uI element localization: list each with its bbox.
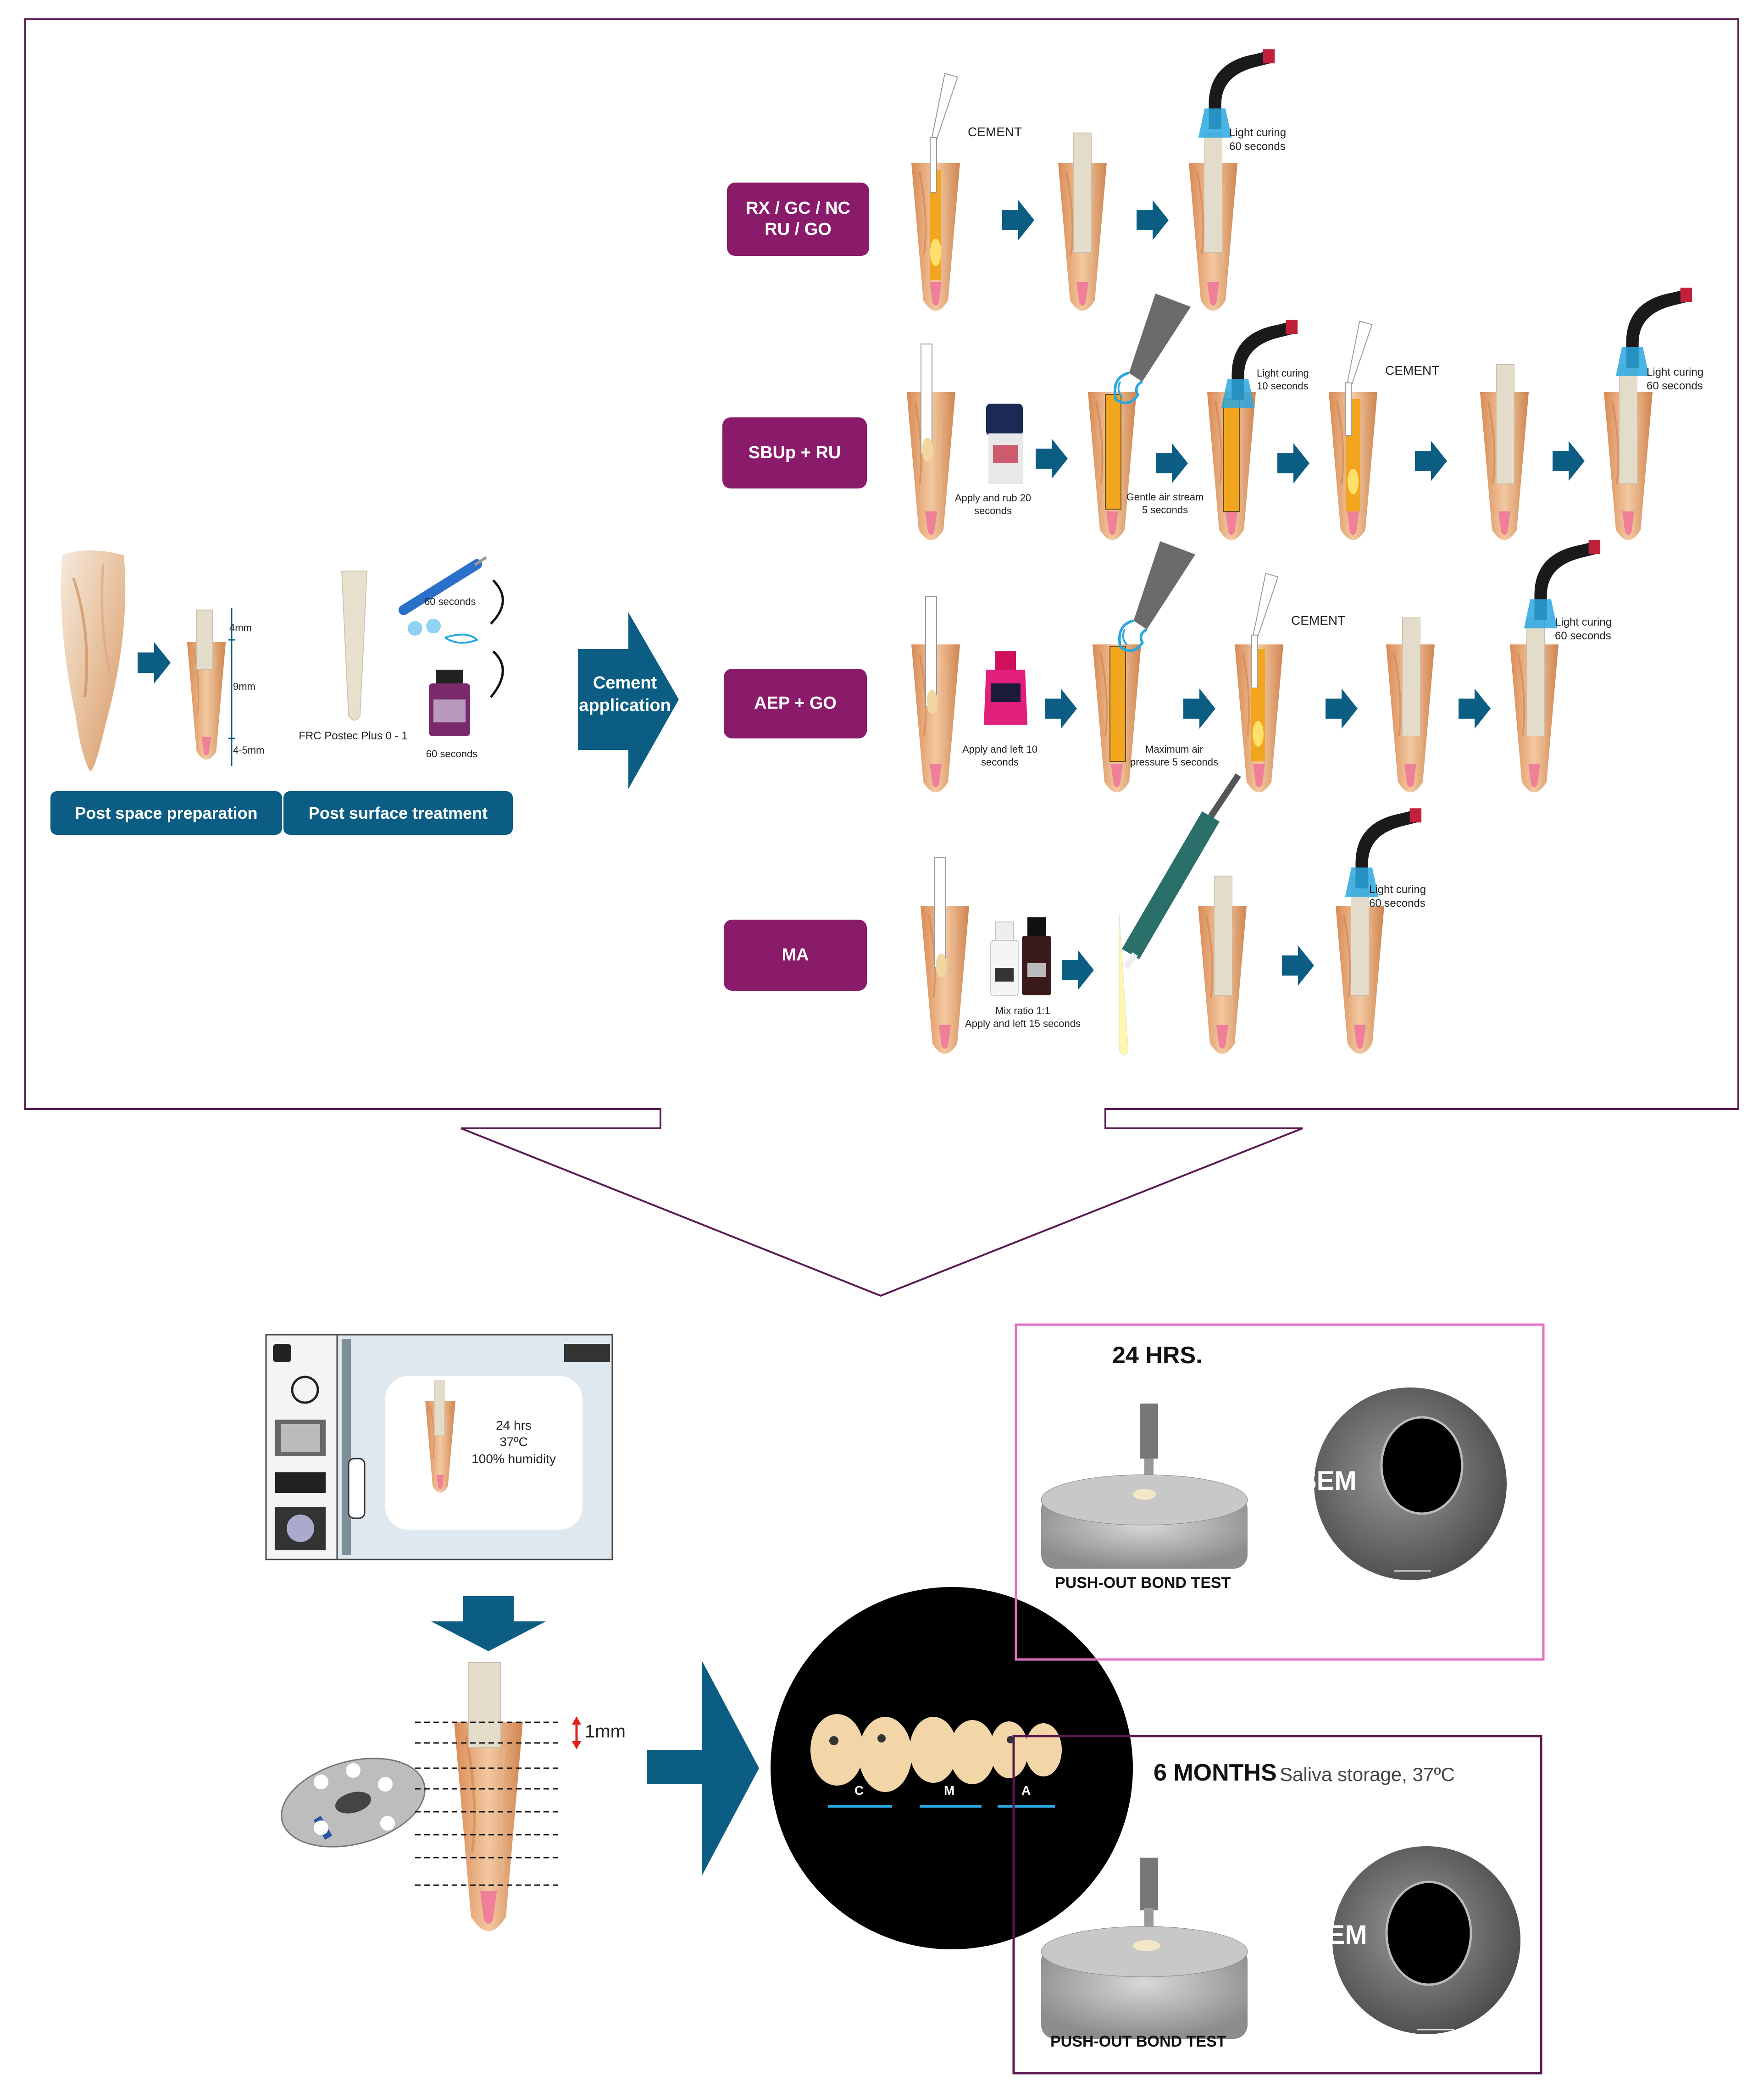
sem-label-24h: SEM (1299, 1466, 1357, 1496)
primer-bottles-icon (990, 917, 1051, 996)
sem-image-6m (1332, 1846, 1520, 2034)
row2-air-label: Gentle air stream 5 seconds (1126, 491, 1204, 516)
group-aep-go: AEP + GO (724, 669, 867, 738)
row4-step4-tooth (1335, 808, 1422, 1055)
row2-step3-tooth (1206, 320, 1298, 541)
group-rx-gc-nc-ru-go: RX / GC / NC RU / GO (727, 183, 869, 256)
row4-step3-tooth (1197, 875, 1248, 1055)
extracted-tooth-illustration (61, 550, 126, 771)
row3-apply-label: Apply and left 10 seconds (962, 744, 1037, 768)
post-surface-treatment-label: Post surface treatment (283, 791, 513, 835)
cement-application-arrow (578, 612, 679, 789)
dim-label-bottom: 4-5mm (233, 744, 265, 756)
row3-light-label: Light curing 60 seconds (1555, 616, 1612, 642)
row4-light-label: Light curing 60 seconds (1369, 883, 1426, 910)
silane-time-label: 60 seconds (424, 596, 476, 607)
sectioned-tooth-illustration (415, 1662, 581, 1931)
test-6m-title: 6 MONTHS (1154, 1759, 1277, 1786)
row2-step2-tooth (1087, 294, 1191, 541)
row3-step1-tooth (910, 596, 961, 794)
dim-label-top: 4mm (229, 622, 252, 633)
arrow-icon (1282, 945, 1314, 986)
segment-label-m: M (944, 1783, 955, 1798)
arrow-down-shaft (463, 1596, 514, 1624)
adhesive-bottle-icon (986, 404, 1023, 484)
row2-step6-tooth (1603, 288, 1692, 541)
row1-light-label: Light curing 60 seconds (1229, 127, 1287, 153)
arrow-icon (1137, 200, 1169, 240)
arrow-icon (1062, 950, 1094, 990)
post-space-prep-label: Post space preparation (50, 791, 282, 835)
test-6m-method: PUSH-OUT BOND TEST (1050, 2033, 1226, 2050)
cement-application-label: Cement application (579, 673, 671, 716)
automix-syringe-icon (1119, 773, 1241, 1055)
arrow-icon (647, 1660, 759, 1876)
row3-cement-label: CEMENT (1291, 613, 1346, 627)
row3-air-label: Maximum air pressure 5 seconds (1130, 744, 1218, 768)
row2-step5-tooth (1479, 364, 1530, 541)
test-6m-subtitle: Saliva storage, 37ºC (1280, 1764, 1455, 1785)
row3-step3-tooth (1234, 573, 1284, 794)
sem-image-24h (1314, 1387, 1507, 1580)
arrow-icon (1553, 441, 1585, 481)
post-name-label: FRC Postec Plus 0 - 1 (299, 730, 408, 742)
row4-mix-label: Mix ratio 1:1 Apply and left 15 seconds (965, 1005, 1081, 1029)
row3-step4-tooth (1385, 617, 1436, 794)
row3-step5-tooth (1509, 540, 1601, 794)
arrow-icon (1156, 443, 1188, 483)
top-frame (24, 18, 1739, 1297)
arrow-icon (1459, 688, 1491, 729)
fiber-post-illustration (341, 571, 368, 721)
adhesive-bottle-icon (429, 650, 504, 736)
silane-syringe-icon (399, 556, 504, 644)
test-24h-frame (1015, 1323, 1545, 1661)
arrow-icon (1183, 688, 1215, 729)
pushout-test-rig-icon (1041, 1404, 1248, 1569)
slice-thickness-label: 1mm (585, 1721, 626, 1742)
arrow-icon (1415, 441, 1447, 481)
storage-conditions-text: 24 hrs 37ºC 100% humidity (472, 1418, 556, 1466)
sem-label-6m: SEM (1309, 1920, 1367, 1950)
segment-label-c: C (854, 1783, 864, 1798)
row2-light2-label: Light curing 60 seconds (1647, 366, 1704, 392)
segment-label-a: A (1021, 1783, 1031, 1798)
test-24h-title: 24 HRS. (1112, 1342, 1203, 1369)
row2-apply-label: Apply and rub 20 seconds (954, 492, 1032, 516)
row1-cement-label: CEMENT (968, 125, 1022, 139)
row1-step3-tooth (1188, 49, 1275, 312)
arrow-icon (1277, 443, 1309, 483)
group-ma: MA (724, 920, 867, 991)
arrow-icon (1036, 438, 1068, 479)
row2-cement-label: CEMENT (1385, 363, 1440, 377)
test-6m-frame (1012, 1735, 1542, 2075)
row2-step1-tooth (906, 344, 956, 541)
row1-step2-tooth (1057, 132, 1108, 312)
row2-step4-tooth (1328, 321, 1378, 541)
row2-light1-label: Light curing 10 seconds (1257, 367, 1309, 392)
diamond-disc-icon (281, 1758, 426, 1848)
adhesive-bottle-icon (984, 651, 1027, 725)
arrow-icon (1002, 200, 1034, 240)
arrow-icon (1326, 688, 1358, 729)
pushout-test-rig-icon (1041, 1858, 1248, 2039)
test-24h-method: PUSH-OUT BOND TEST (1055, 1574, 1231, 1592)
arrow-icon (1045, 688, 1077, 729)
row4-step1-tooth (920, 857, 970, 1055)
row3-step2-tooth (1092, 541, 1195, 794)
row1-step1-tooth (910, 73, 961, 312)
prepared-tooth-illustration (186, 608, 235, 766)
arrow-icon (138, 642, 171, 683)
group-sbup-ru: SBUp + RU (722, 417, 867, 488)
dim-label-mid: 9mm (233, 681, 255, 692)
arrow-down-icon (431, 1621, 546, 1651)
incubator-illustration (265, 1334, 613, 1560)
specimen-slices-photo (771, 1587, 1133, 1949)
bottle-time-label: 60 seconds (426, 748, 478, 760)
